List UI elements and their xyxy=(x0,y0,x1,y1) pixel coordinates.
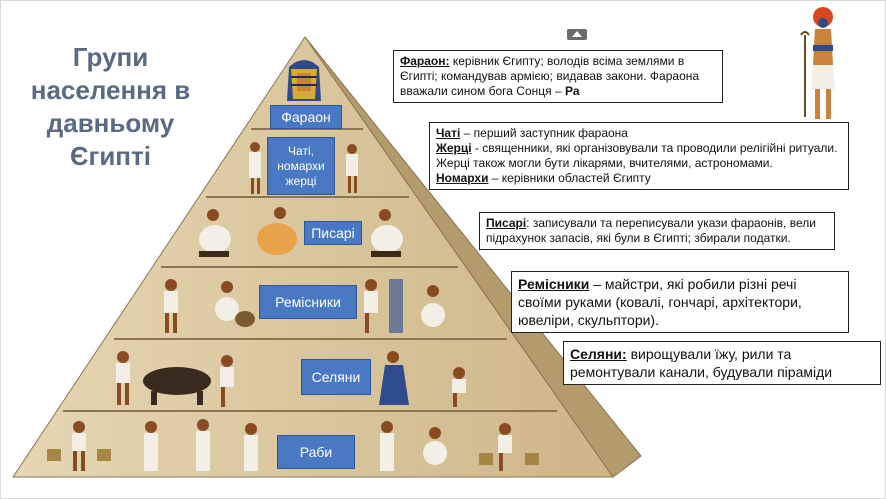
tier-dividers xyxy=(63,128,557,412)
info-artisans-key: Ремісники xyxy=(518,276,590,292)
label-peasants: Селяни xyxy=(301,359,371,395)
peasant-figures xyxy=(116,351,466,407)
info-peasants-text: вирощували їжу, рили та ремонтували кана… xyxy=(570,346,833,380)
info-artisans: Ремісники – майстри, які робили різні ре… xyxy=(511,271,849,333)
artisan-figures xyxy=(164,279,445,333)
info-chati-priests-nomarchs: Чаті – перший заступник фараона Жерці - … xyxy=(429,122,849,190)
info-artisans-text: – майстри, які робили різні речі своїми … xyxy=(518,276,802,328)
info-nomarchs-text: – керівники областей Єгипту xyxy=(488,171,651,185)
info-pharaoh: Фараон: керівник Єгипту; володів всіма з… xyxy=(393,50,723,103)
scribe-figures xyxy=(199,207,403,257)
info-peasants-key: Селяни: xyxy=(570,346,627,362)
info-pharaoh-key: Фараон: xyxy=(400,54,450,68)
title-line-4: Єгипті xyxy=(70,141,151,171)
label-slaves: Раби xyxy=(277,435,355,469)
title-line-1: Групи xyxy=(72,42,149,72)
label-chati-line-1: Чаті, xyxy=(288,143,314,158)
label-chati-nomarchs-priests: Чаті, номархи жерці xyxy=(267,137,335,195)
info-peasants: Селяни: вирощували їжу, рили та ремонтув… xyxy=(563,341,881,385)
pharaoh-mask-icon xyxy=(287,60,321,101)
priest-figures xyxy=(249,142,358,194)
info-scribes: Писарі: записували та переписували укази… xyxy=(479,212,835,250)
label-pharaoh: Фараон xyxy=(270,105,342,129)
label-artisans: Ремісники xyxy=(259,285,357,319)
info-chati: Чаті – перший заступник фараона xyxy=(436,126,842,141)
scroll-up-icon[interactable] xyxy=(567,29,587,40)
info-priests-text: - священники, які організовували та пров… xyxy=(436,141,838,170)
title-line-2: населення в xyxy=(30,75,191,105)
pyramid-shadow-face xyxy=(304,36,642,478)
info-chati-key: Чаті xyxy=(436,126,461,140)
info-nomarchs: Номархи – керівники областей Єгипту xyxy=(436,171,842,186)
info-pharaoh-text: керівник Єгипту; володів всіма землями в… xyxy=(400,54,700,98)
ra-god-icon xyxy=(800,7,835,119)
info-nomarchs-key: Номархи xyxy=(436,171,489,185)
slave-figures xyxy=(47,419,539,471)
slide-title: Групи населення в давньому Єгипті xyxy=(23,41,198,173)
label-chati-line-3: жерці xyxy=(285,173,317,188)
info-priests-key: Жерці xyxy=(436,141,472,155)
label-chati-line-2: номархи xyxy=(277,158,325,173)
title-line-3: давньому xyxy=(46,108,175,138)
info-pharaoh-bold: Ра xyxy=(564,84,580,98)
info-chati-text: – перший заступник фараона xyxy=(460,126,628,140)
info-scribes-key: Писарі xyxy=(486,216,527,230)
label-scribes: Писарі xyxy=(304,221,362,245)
info-scribes-text: : записували та переписували укази фарао… xyxy=(486,216,816,245)
info-priests: Жерці - священники, які організовували т… xyxy=(436,141,842,171)
